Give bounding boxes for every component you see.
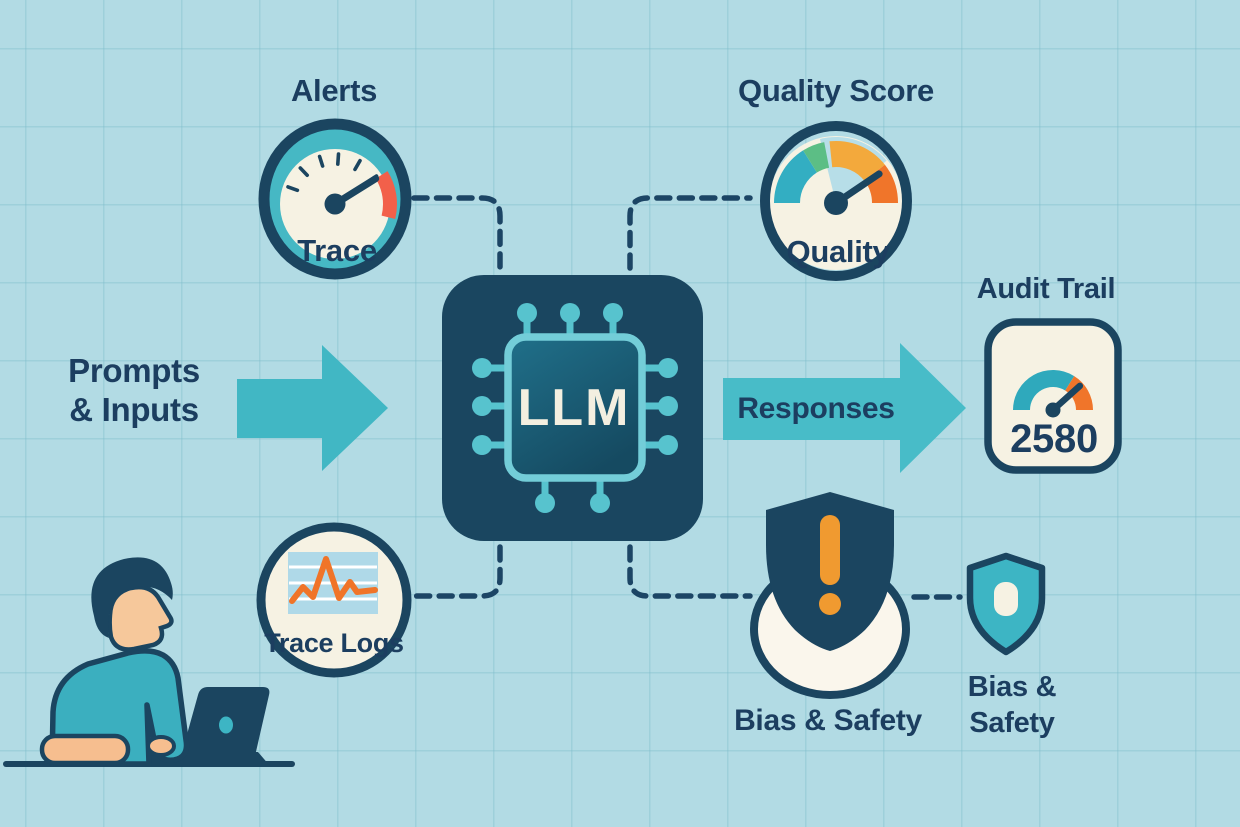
person-at-laptop-illustration: [3, 557, 295, 767]
bias-badge-line2: Safety: [969, 707, 1055, 739]
responses-arrow-right-icon: [723, 343, 966, 473]
person-forearm: [39, 733, 131, 766]
trace-logs-label: Trace Logs: [264, 628, 404, 658]
responses-label: Responses: [737, 392, 895, 425]
audit-trail-title: Audit Trail: [976, 273, 1116, 305]
person-hair: [91, 557, 173, 638]
warning-shield-icon: [750, 492, 910, 699]
audit-trail-value: 2580: [1010, 417, 1098, 461]
line-chart-icon: [256, 522, 412, 678]
prompts-line2: & Inputs: [69, 391, 199, 428]
connector-llm-to-shield: [627, 544, 753, 599]
audit-gauge-icon: [984, 318, 1122, 474]
speedometer-gauge-icon: [258, 118, 412, 280]
bias-badge-line1: Bias &: [967, 671, 1057, 703]
connector-trace-to-llm: [411, 195, 503, 271]
quality-score-title: Quality Score: [738, 73, 934, 108]
cpu-chip-icon: [442, 275, 703, 541]
person-hand: [146, 735, 176, 757]
dashed-connectors: [411, 195, 963, 600]
bias-safety-badge-label: Bias & Safety: [967, 669, 1057, 741]
connector-llm-to-quality: [627, 195, 753, 271]
quality-gauge-label: Quality: [786, 234, 890, 269]
laptop-logo: [219, 716, 233, 734]
llm-chip-label: LLM: [517, 379, 631, 437]
lock-shield-icon: [966, 552, 1046, 656]
bias-safety-label: Bias & Safety: [734, 704, 922, 737]
connector-llm-to-tracelogs: [411, 544, 503, 599]
prompts-inputs-label: Prompts & Inputs: [68, 351, 200, 429]
alerts-title: Alerts: [290, 73, 378, 108]
trace-gauge-label: Trace: [297, 233, 377, 268]
prompts-arrow-right-icon: [237, 345, 388, 471]
prompts-line1: Prompts: [68, 352, 200, 389]
quality-gauge-icon: [760, 121, 912, 281]
person-face: [107, 584, 174, 652]
